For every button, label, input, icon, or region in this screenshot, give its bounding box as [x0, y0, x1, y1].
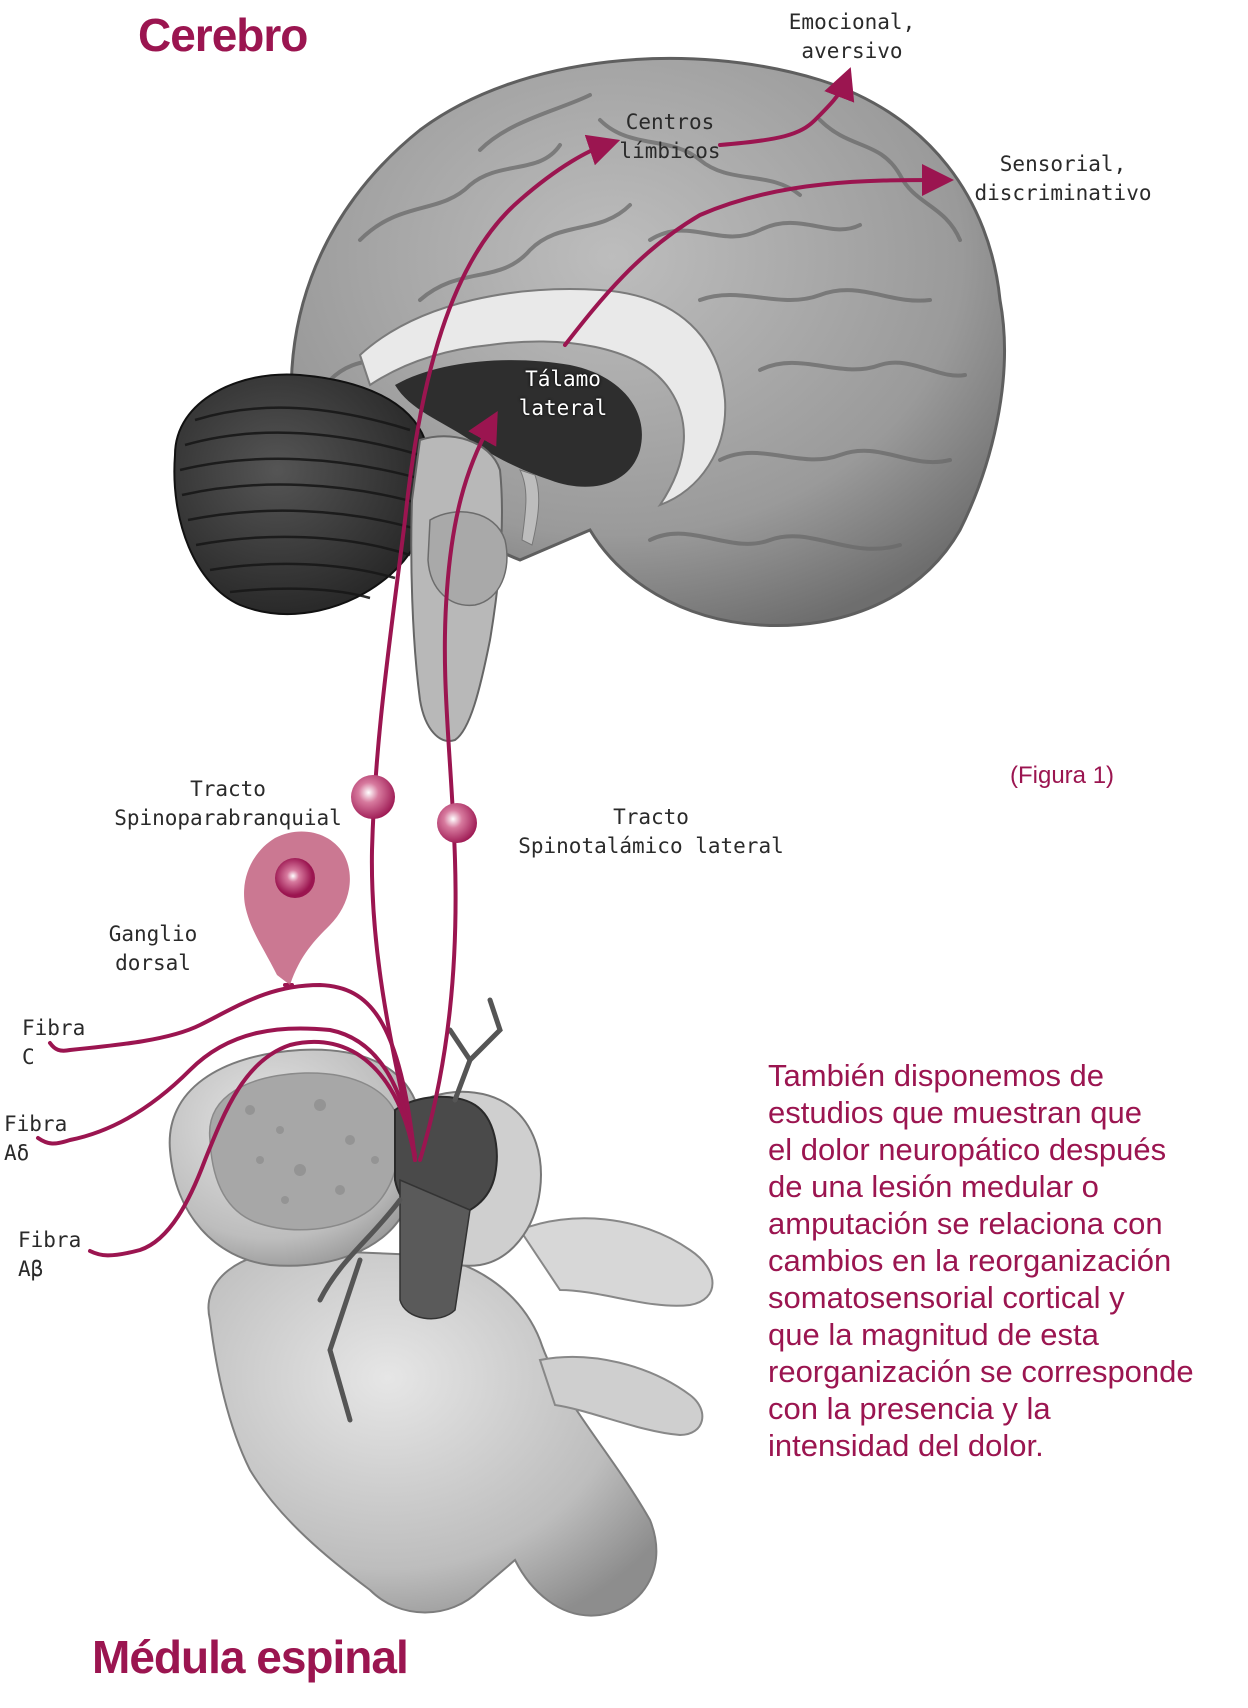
thalamus-label: Tálamo lateral — [508, 365, 618, 423]
fiber-adelta-label: Fibra Aδ — [4, 1110, 94, 1168]
tract-spinoparabrachial-label: Tracto Spinoparabranquial — [108, 775, 348, 833]
figure-caption: (Figura 1) — [1010, 762, 1114, 790]
limbic-label: Centros límbicos — [605, 108, 735, 166]
spine-heading: Médula espinal — [92, 1630, 408, 1684]
pons — [428, 512, 507, 606]
sensory-label: Sensorial, discriminativo — [968, 150, 1158, 208]
vertebra-illustration — [170, 1000, 713, 1616]
neuron-node-icon — [275, 858, 315, 898]
dorsal-ganglion-pin — [244, 831, 350, 985]
body-paragraph: También disponemos de estudios que muest… — [768, 1057, 1194, 1464]
intervertebral-disc — [210, 1073, 400, 1230]
fiber-c-label: Fibra C — [22, 1014, 112, 1072]
fiber-abeta-label: Fibra Aβ — [18, 1226, 108, 1284]
tract-spinothalamic-label: Tracto Spinotalámico lateral — [506, 803, 796, 861]
brain-heading: Cerebro — [138, 8, 307, 62]
vertebra-process-right — [520, 1218, 713, 1306]
ganglion-label: Ganglio dorsal — [98, 920, 208, 978]
emotional-label: Emocional, aversivo — [762, 8, 942, 66]
neuron-node-icon — [437, 803, 477, 843]
neuron-node-icon — [351, 775, 395, 819]
